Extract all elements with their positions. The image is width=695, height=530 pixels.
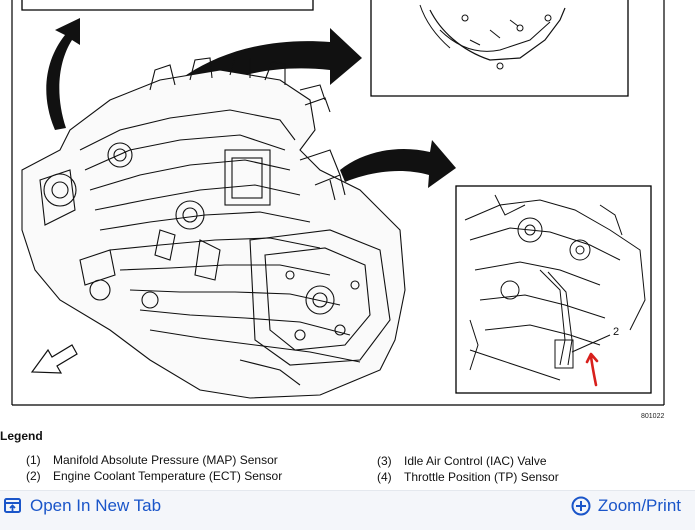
legend-item-number: (3): [377, 454, 392, 468]
plus-circle-icon: [571, 496, 591, 516]
engine-diagram-svg: 2: [11, 0, 665, 406]
open-new-tab-button[interactable]: Open In New Tab: [3, 496, 161, 516]
legend-item-number: (4): [377, 470, 392, 484]
legend-item-text: Engine Coolant Temperature (ECT) Sensor: [53, 469, 283, 483]
legend-item-text: Idle Air Control (IAC) Valve: [404, 454, 547, 468]
bottom-toolbar: Open In New Tab Zoom/Print: [0, 490, 695, 530]
arrow-up-left: [46, 18, 80, 130]
legend-item-3: (3) Idle Air Control (IAC) Valve: [377, 454, 547, 468]
red-annotation-arrow: [585, 352, 599, 387]
legend-item-1: (1) Manifold Absolute Pressure (MAP) Sens…: [26, 453, 278, 467]
zoom-print-label: Zoom/Print: [597, 496, 681, 515]
open-new-tab-label: Open In New Tab: [30, 496, 162, 515]
arrow-front: [30, 344, 78, 374]
legend-item-2: (2) Engine Coolant Temperature (ECT) Sens…: [26, 469, 282, 483]
top-right-inset: [370, 0, 629, 97]
engine-diagram: 2 801022: [11, 0, 665, 420]
zoom-print-button[interactable]: Zoom/Print: [571, 496, 681, 516]
legend-title: Legend: [0, 429, 43, 443]
legend-item-number: (1): [26, 453, 41, 467]
legend-item-4: (4) Throttle Position (TP) Sensor: [377, 470, 559, 484]
legend-item-number: (2): [26, 469, 41, 483]
figure-id: 801022: [641, 413, 665, 420]
arrow-top-right: [140, 28, 362, 128]
sensor-detail-inset: 2: [455, 185, 652, 394]
top-left-inset: [21, 0, 314, 11]
legend-item-text: Manifold Absolute Pressure (MAP) Sensor: [53, 453, 278, 467]
arrow-right: [340, 140, 456, 188]
callout-number: 2: [613, 326, 619, 338]
engine-body: [21, 57, 406, 399]
open-new-tab-icon: [3, 496, 23, 516]
legend-item-text: Throttle Position (TP) Sensor: [404, 470, 559, 484]
